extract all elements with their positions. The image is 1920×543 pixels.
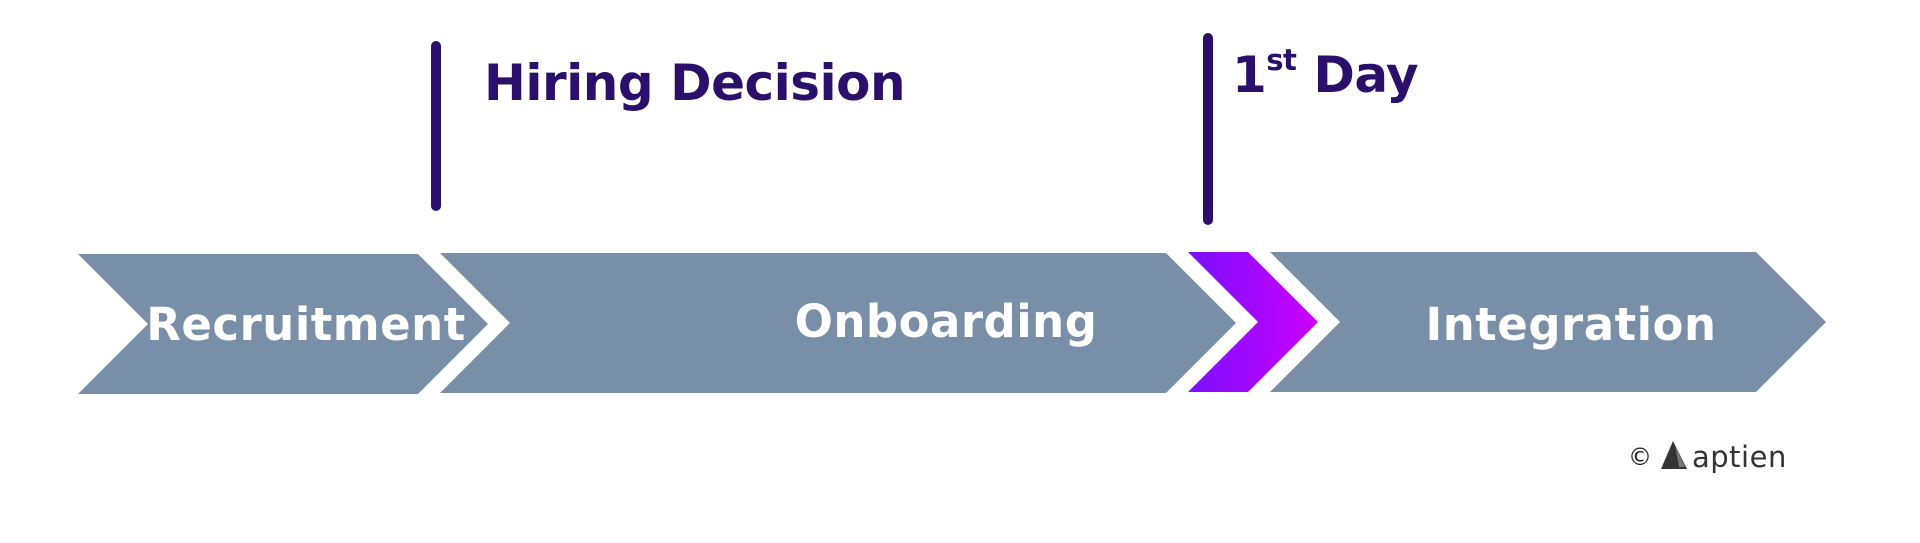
first-day-label: 1st Day	[1232, 46, 1419, 100]
onboarding-label: Onboarding	[794, 295, 1098, 348]
onboarding-chevron	[440, 253, 1236, 393]
brand-name: aptien	[1692, 440, 1787, 474]
first-day-word: Day	[1296, 46, 1419, 104]
integration-chevron	[1270, 252, 1826, 392]
copyright-symbol: ©	[1628, 443, 1652, 471]
first-day-ordinal: st	[1266, 43, 1297, 78]
integration-label: Integration	[1425, 298, 1717, 351]
first-day-chevron	[1188, 252, 1318, 392]
first-day-number: 1	[1232, 46, 1267, 104]
copyright-credit: © aptien	[1628, 440, 1787, 474]
hiring-decision-label: Hiring Decision	[484, 54, 906, 112]
recruitment-label: Recruitment	[146, 298, 466, 351]
recruitment-chevron	[78, 254, 488, 394]
aptien-logo-icon	[1661, 441, 1687, 469]
